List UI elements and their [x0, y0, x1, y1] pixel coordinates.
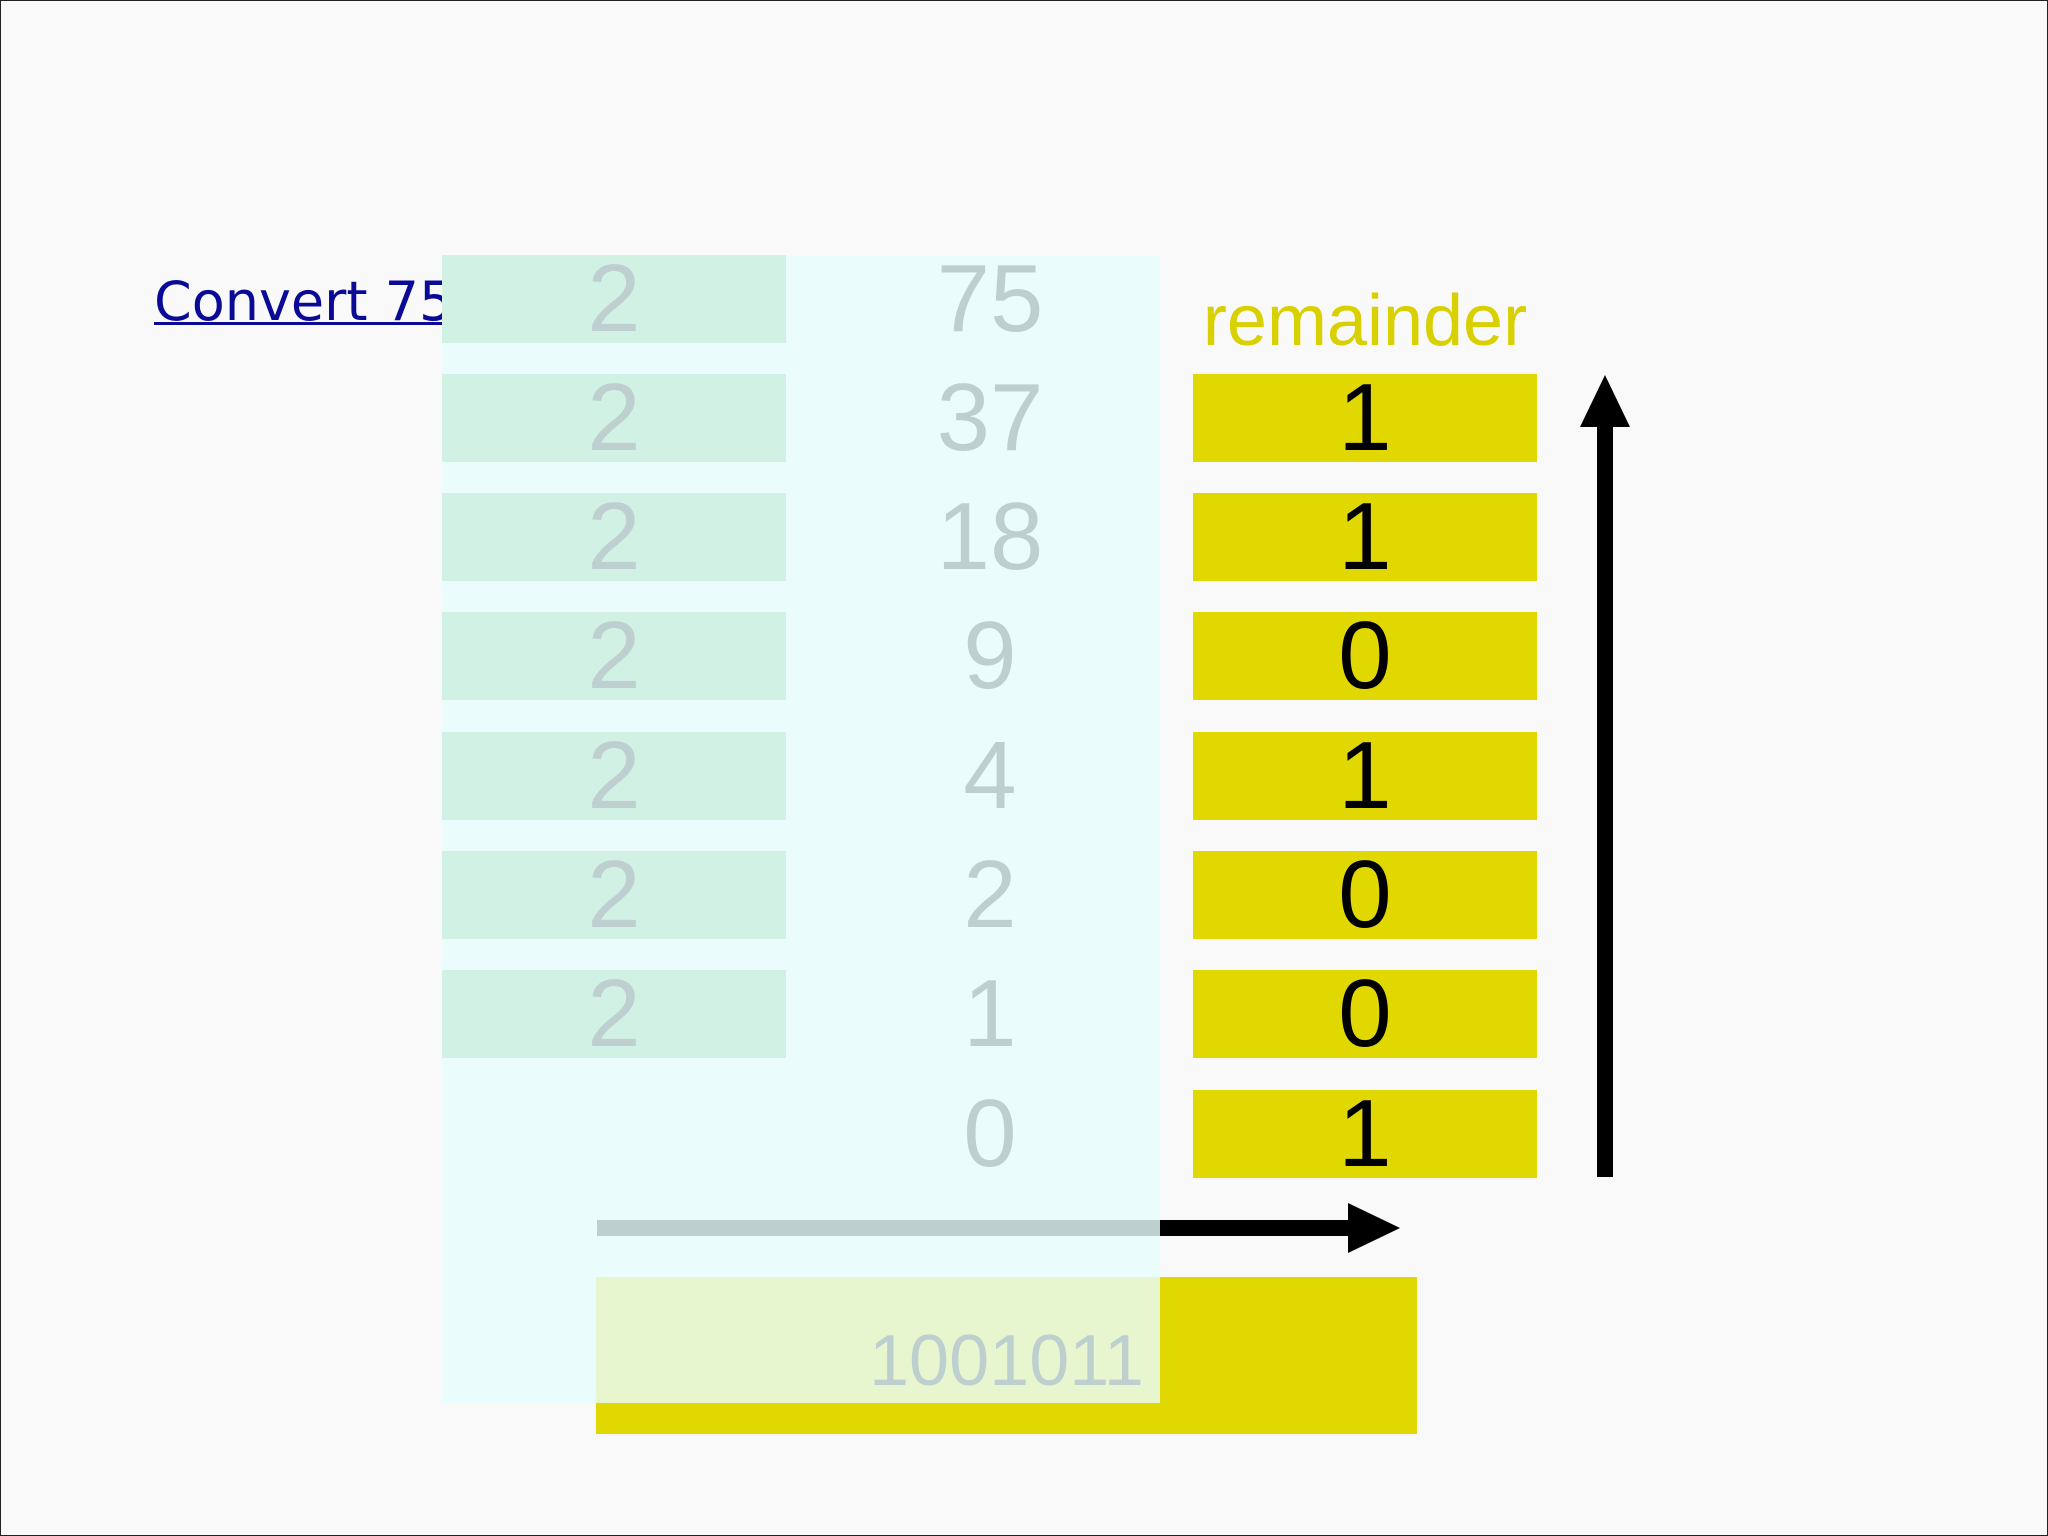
arrow-up-icon [1580, 375, 1630, 1177]
remainder-cell: 0 [1193, 608, 1537, 704]
remainder-cell: 0 [1193, 847, 1537, 943]
remainder-cell: 1 [1193, 489, 1537, 585]
remainder-cell: 0 [1193, 966, 1537, 1062]
highlight-overlay [442, 255, 1160, 1403]
title-link[interactable]: Convert 75 [154, 270, 454, 333]
remainder-cell: 1 [1193, 728, 1537, 824]
remainder-header: remainder [1202, 281, 1528, 361]
remainder-cell: 1 [1193, 1086, 1537, 1182]
remainder-cell: 1 [1193, 370, 1537, 466]
